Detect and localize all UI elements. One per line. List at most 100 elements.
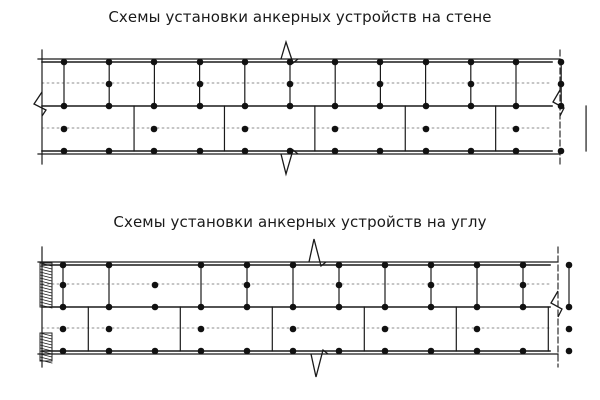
anchor-point: [243, 347, 251, 355]
anchor-point: [557, 80, 565, 88]
hatch-stroke: [39, 347, 53, 352]
hatch-stroke: [39, 332, 53, 337]
hatch-stroke: [39, 298, 53, 303]
anchor-point: [427, 261, 435, 269]
anchor-point: [289, 303, 297, 311]
hatch-stroke: [39, 292, 53, 297]
anchor-point: [243, 261, 251, 269]
hatch-stroke: [39, 271, 53, 276]
anchor-point: [196, 147, 204, 155]
anchor-point: [105, 261, 113, 269]
anchor-point: [512, 125, 520, 133]
hatch-stroke: [39, 341, 53, 346]
anchor-point: [376, 58, 384, 66]
anchor-point: [335, 347, 343, 355]
anchor-point: [473, 325, 481, 333]
anchor-point: [197, 303, 205, 311]
hatch-block: [39, 332, 53, 362]
hatch-stroke: [39, 295, 53, 300]
anchor-point: [376, 147, 384, 155]
corner-scheme-panel: [37, 238, 573, 378]
hatch-stroke: [39, 350, 53, 355]
anchor-point: [289, 261, 297, 269]
anchor-point: [519, 261, 527, 269]
anchor-point: [565, 325, 573, 333]
anchor-point: [381, 347, 389, 355]
anchor-point: [519, 281, 527, 289]
anchor-point: [151, 281, 159, 289]
anchor-point: [59, 347, 67, 355]
anchor-point: [512, 147, 520, 155]
anchor-point: [335, 303, 343, 311]
break-mark-top: [308, 238, 327, 268]
anchor-point: [473, 347, 481, 355]
wall-scheme-title: Схемы установки анкерных устройств на ст…: [108, 8, 492, 26]
anchor-point: [467, 80, 475, 88]
hatch-stroke: [39, 338, 53, 343]
anchor-point: [241, 125, 249, 133]
anchor-point: [519, 303, 527, 311]
hatch-stroke: [39, 262, 53, 267]
anchor-point: [376, 102, 384, 110]
corner-scheme-title: Схемы установки анкерных устройств на уг…: [113, 213, 487, 231]
anchor-point: [422, 147, 430, 155]
anchor-point: [331, 58, 339, 66]
anchor-point: [381, 261, 389, 269]
anchor-point: [422, 125, 430, 133]
anchor-point: [105, 303, 113, 311]
anchor-point: [105, 102, 113, 110]
hatch-stroke: [39, 280, 53, 285]
anchor-point: [427, 281, 435, 289]
anchor-point: [557, 102, 565, 110]
break-mark-right: [550, 290, 563, 318]
break-mark-top: [280, 39, 299, 65]
anchor-point: [60, 58, 68, 66]
hatch-stroke: [39, 286, 53, 291]
anchor-point: [105, 325, 113, 333]
anchor-point: [197, 347, 205, 355]
anchor-point: [473, 261, 481, 269]
anchor-point: [60, 102, 68, 110]
hatch-stroke: [39, 277, 53, 282]
anchor-point: [335, 281, 343, 289]
anchor-point: [565, 261, 573, 269]
anchor-point: [427, 347, 435, 355]
anchor-point: [427, 303, 435, 311]
anchor-point: [557, 147, 565, 155]
hatch-stroke: [39, 353, 53, 358]
anchor-point: [381, 303, 389, 311]
anchor-point: [243, 303, 251, 311]
anchor-point: [286, 147, 294, 155]
hatch-stroke: [39, 289, 53, 294]
anchor-point: [105, 147, 113, 155]
anchor-point: [289, 347, 297, 355]
anchor-point: [422, 102, 430, 110]
hatch-stroke: [39, 356, 53, 361]
anchor-point: [286, 58, 294, 66]
anchor-point: [289, 325, 297, 333]
anchor-point: [286, 80, 294, 88]
anchor-point: [557, 58, 565, 66]
hatch-stroke: [39, 283, 53, 288]
hatch-stroke: [39, 344, 53, 349]
corner-hatch: [39, 262, 53, 364]
hatch-stroke: [39, 304, 53, 309]
anchor-point: [565, 347, 573, 355]
anchor-point: [60, 147, 68, 155]
anchor-point: [105, 347, 113, 355]
break-mark-bottom: [310, 348, 329, 378]
anchor-point: [335, 261, 343, 269]
anchor-point: [381, 325, 389, 333]
anchor-point: [467, 147, 475, 155]
anchor-point: [59, 261, 67, 269]
hatch-stroke: [39, 265, 53, 270]
anchor-point: [512, 58, 520, 66]
hatch-stroke: [39, 274, 53, 279]
anchor-point: [150, 58, 158, 66]
anchor-point: [467, 58, 475, 66]
anchor-point: [467, 102, 475, 110]
anchor-point: [59, 281, 67, 289]
anchor-point: [197, 261, 205, 269]
break-mark-bottom: [280, 148, 299, 177]
